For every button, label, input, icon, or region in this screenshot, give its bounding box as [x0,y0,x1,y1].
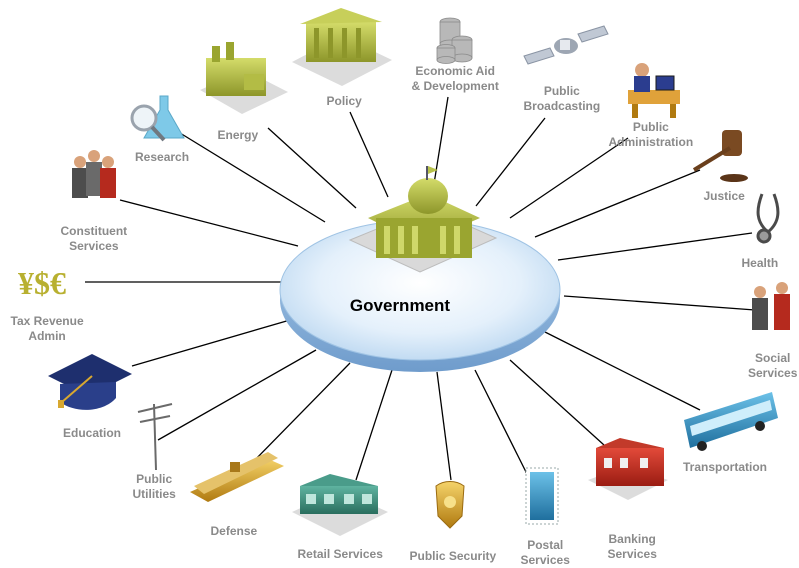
currency-icon: ¥$€ [18,265,66,301]
coin-stack-icon [436,17,473,64]
store-icon [292,474,388,536]
line-postal-services [474,369,531,481]
magnifier-flask-icon [130,95,185,142]
label-research: Research [135,150,190,164]
police-badge-icon [435,481,465,529]
line-constituent-services [119,199,299,247]
label-economic-aid: Economic Aid& Development [411,64,499,93]
bank-icon [588,438,668,500]
factory-icon [200,42,288,114]
line-energy [267,127,357,209]
capitol-building-icon [348,166,498,273]
line-public-broadcasting [475,117,546,207]
line-economic-aid [432,96,449,191]
label-transportation: Transportation [683,460,768,474]
people-icon [72,150,116,198]
label-justice: Justice [703,189,745,203]
line-health [557,232,753,261]
line-justice [534,169,701,238]
line-retail-services [355,369,393,481]
label-public-security: Public Security [409,549,497,563]
connector-lines [85,96,756,481]
satellite-icon [523,25,609,65]
stamp-icon [525,467,559,525]
line-public-security [436,371,452,481]
people-pair-icon [752,282,790,330]
label-health: Health [741,256,779,270]
label-energy: Energy [217,128,259,142]
line-social-services [563,295,756,311]
line-policy [349,111,389,198]
temple-icon [292,8,392,86]
graduation-cap-icon [48,354,132,410]
line-research [179,132,326,223]
label-defense: Defense [210,524,258,538]
label-policy: Policy [326,94,362,108]
bus-icon [684,392,778,451]
label-education: Education [63,426,122,440]
line-public-utilities [157,349,317,441]
gavel-icon [692,130,748,182]
aircraft-carrier-icon [190,452,284,502]
utility-pole-icon [137,403,173,471]
svg-text:¥$€: ¥$€ [18,265,66,301]
line-defense [252,362,351,463]
line-transportation [544,331,701,411]
stethoscope-icon [756,193,780,244]
line-public-administration [509,137,629,219]
office-worker-icon [628,63,680,118]
line-banking-services [509,359,605,446]
government-title: Government [349,296,451,315]
label-retail-services: Retail Services [297,547,383,561]
central-platform [279,219,561,372]
line-education [131,319,291,367]
